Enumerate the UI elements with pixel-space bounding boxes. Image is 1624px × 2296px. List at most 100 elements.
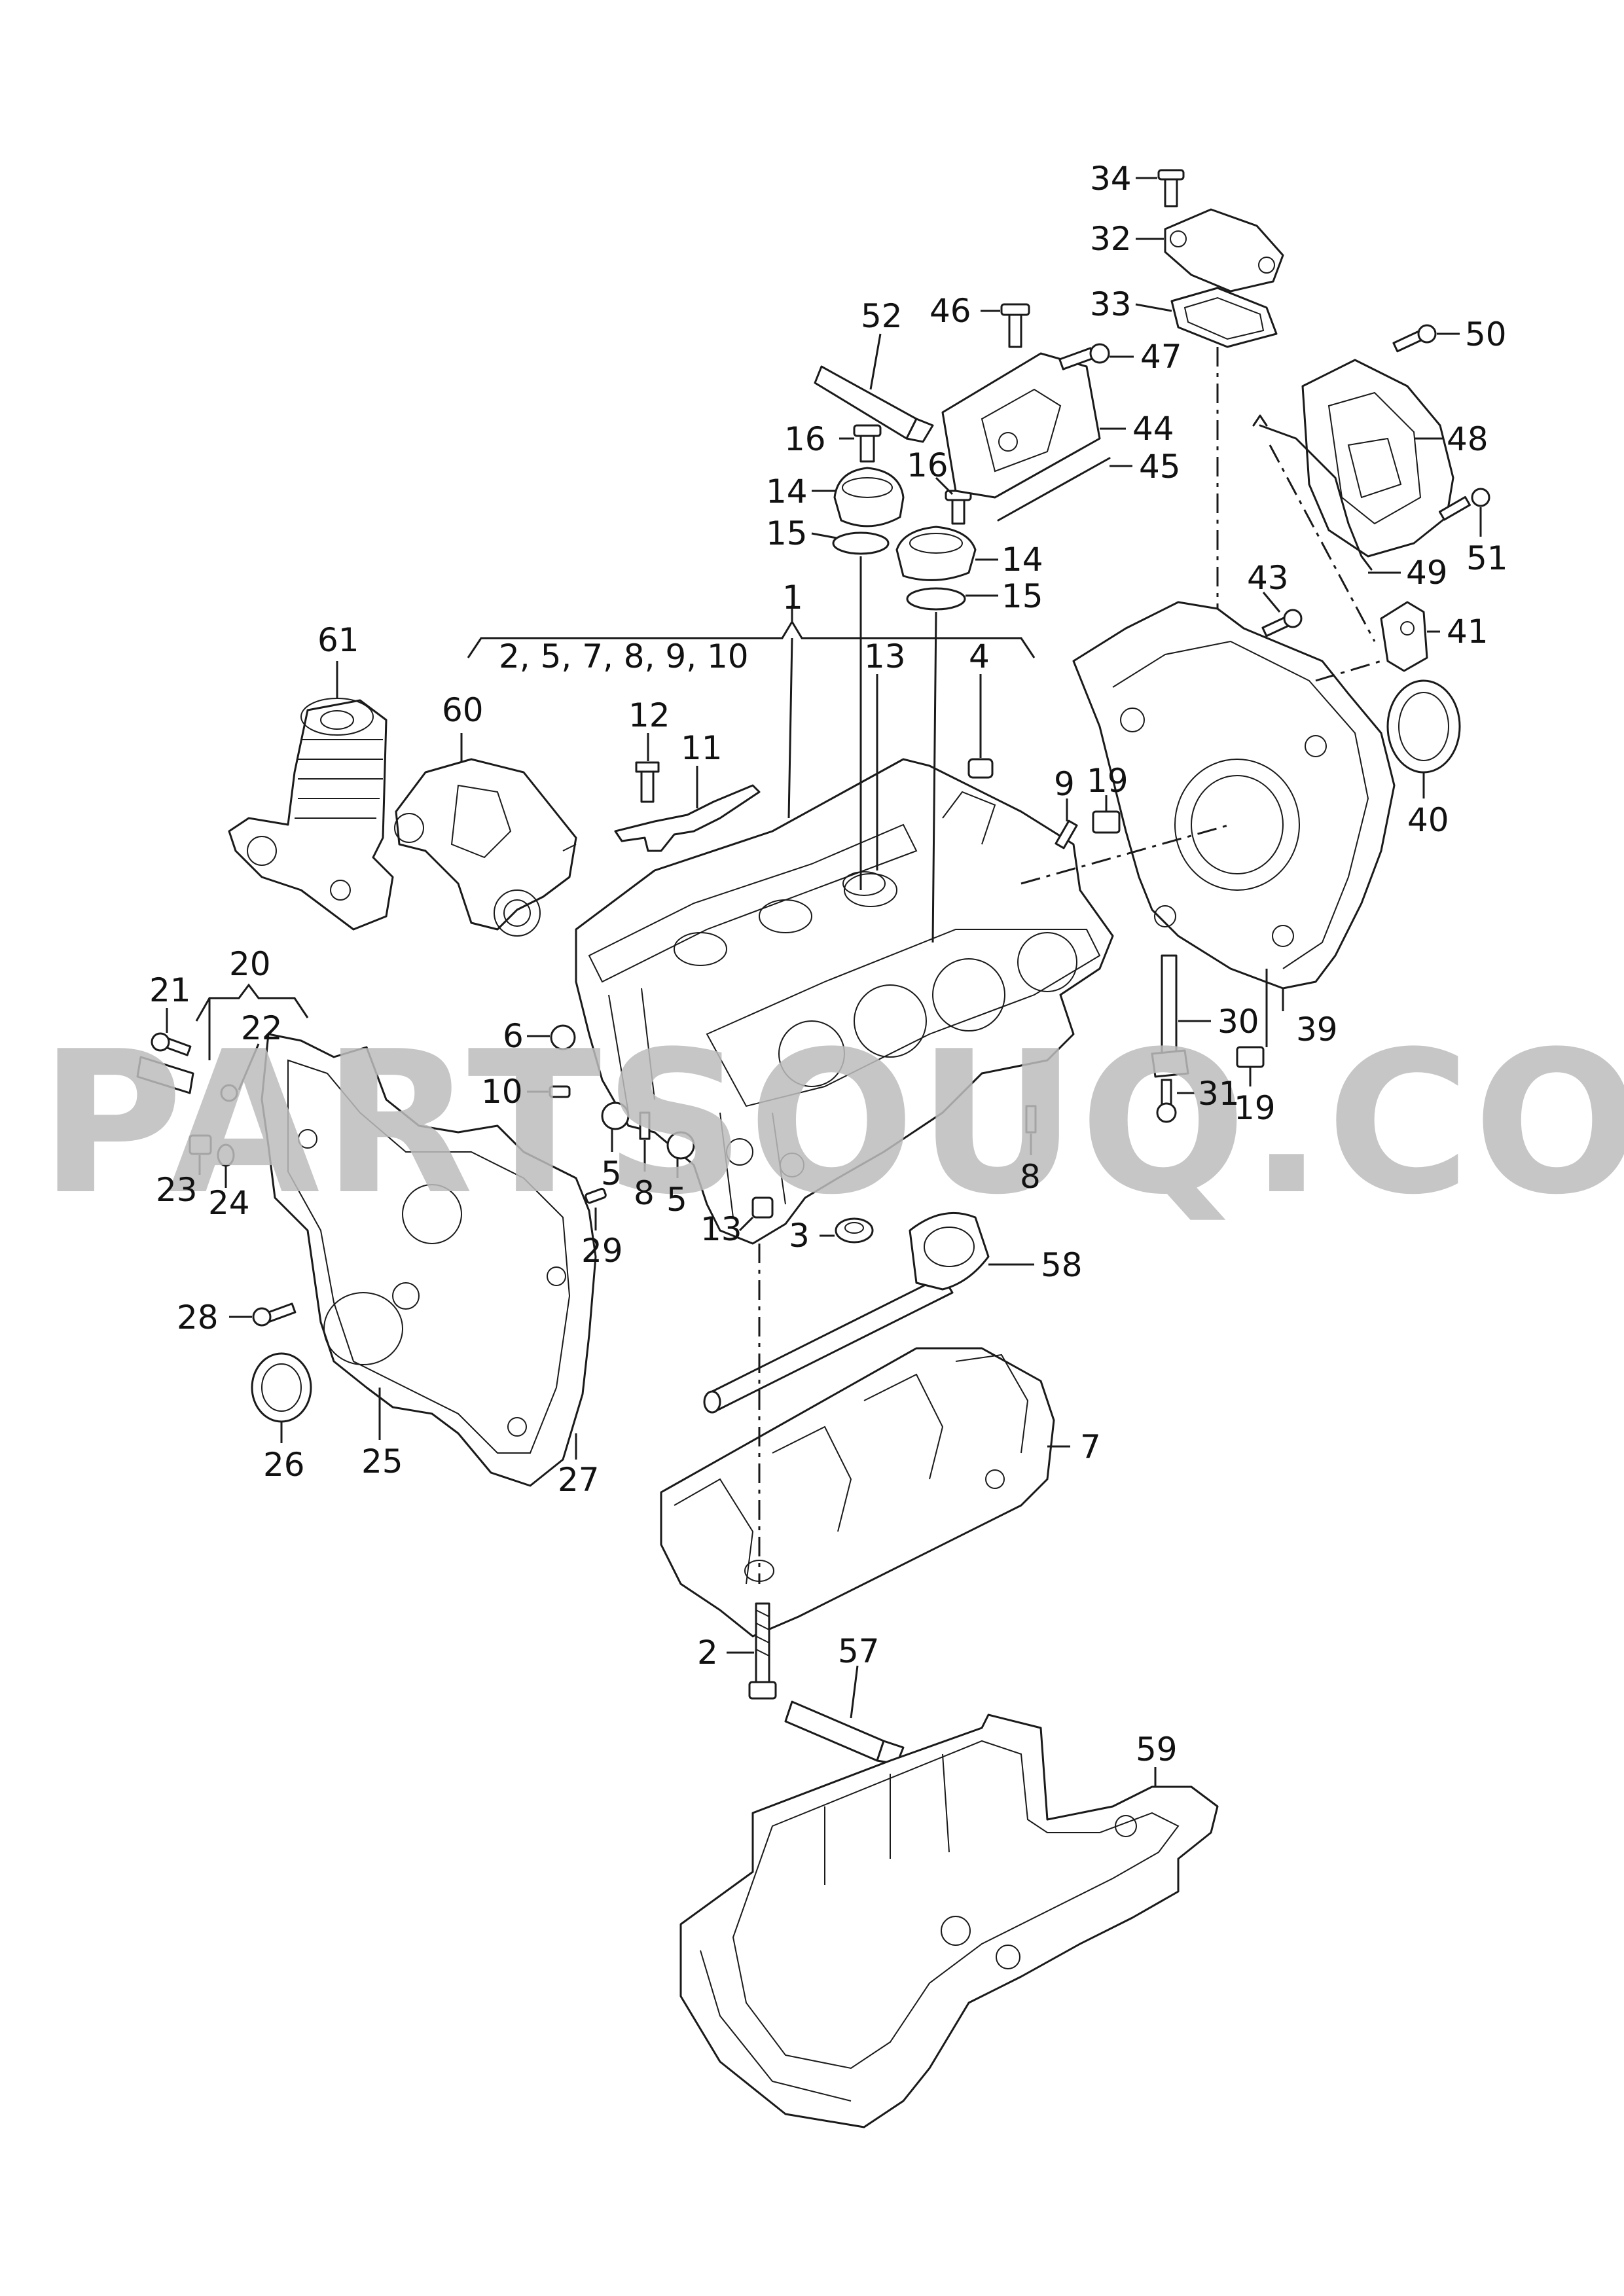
callout-4: 4 — [969, 637, 990, 675]
callout-22: 22 — [241, 1009, 283, 1047]
callout-58: 58 — [1041, 1246, 1083, 1284]
bracket-part-11 — [614, 761, 761, 852]
callout-15a: 15 — [766, 514, 808, 552]
seal-strip-45 — [997, 457, 1111, 522]
callout-31: 31 — [1198, 1075, 1240, 1113]
bolt-2 — [748, 1602, 777, 1700]
callout-41: 41 — [1447, 613, 1489, 651]
callout-50: 50 — [1465, 315, 1507, 353]
callout-30: 30 — [1218, 1003, 1259, 1041]
callout-labels: 1 2 3 4 5 5 6 7 8 8 9 10 11 12 13 13 14 … — [149, 160, 1508, 1768]
bolt-46-head — [1000, 303, 1030, 316]
sensor-22 — [136, 1056, 238, 1102]
cover-plate-44 — [941, 352, 1101, 499]
callout-45: 45 — [1139, 448, 1181, 486]
callout-40: 40 — [1407, 801, 1449, 839]
o-ring-15a — [832, 531, 890, 555]
group-bracket-1 — [467, 605, 1036, 819]
dowel-sleeve-13 — [751, 1196, 774, 1219]
seal-ring-24 — [217, 1143, 235, 1167]
gasket-33 — [1170, 287, 1278, 348]
bolt-16a-head — [853, 424, 882, 437]
callout-57: 57 — [838, 1632, 880, 1670]
callout-14b: 14 — [1001, 541, 1043, 579]
callout-15b: 15 — [1001, 577, 1043, 615]
callout-13a: 13 — [700, 1210, 742, 1248]
callout-61: 61 — [317, 621, 359, 659]
callout-12: 12 — [628, 696, 670, 734]
callout-25: 25 — [361, 1443, 403, 1480]
callout-49: 49 — [1406, 554, 1448, 592]
callout-10: 10 — [481, 1073, 523, 1111]
axis-49 — [1269, 444, 1376, 642]
bolt-47 — [1058, 343, 1110, 370]
callout-59: 59 — [1136, 1731, 1178, 1768]
sealant-tube-57 — [784, 1700, 905, 1765]
callout-7: 7 — [1080, 1428, 1101, 1466]
plug-23 — [189, 1134, 212, 1155]
oil-seal-26 — [251, 1352, 312, 1423]
bolt-46 — [1008, 310, 1022, 348]
plug-3 — [835, 1217, 874, 1244]
sealing-plug-5b — [666, 1131, 695, 1160]
callout-46: 46 — [929, 292, 971, 330]
callout-27: 27 — [558, 1461, 600, 1499]
dowel-pin-8a — [639, 1111, 651, 1140]
callout-9: 9 — [1054, 765, 1075, 803]
pin-10 — [549, 1085, 571, 1098]
bolt-34 — [1164, 175, 1178, 207]
bolt-43 — [1261, 609, 1303, 637]
callout-44: 44 — [1132, 410, 1174, 448]
balance-shaft-58 — [703, 1211, 990, 1414]
callout-6: 6 — [503, 1017, 524, 1055]
callout-24: 24 — [208, 1184, 250, 1222]
callout-43: 43 — [1247, 559, 1289, 597]
oil-seal-40 — [1386, 679, 1461, 774]
callout-14a: 14 — [766, 473, 808, 511]
callout-19b: 19 — [1234, 1089, 1276, 1127]
group-components-label: 2, 5, 7, 8, 9, 10 — [499, 637, 749, 675]
axis-41 — [1315, 660, 1382, 682]
callout-5a: 5 — [601, 1155, 622, 1193]
timing-case-cover — [261, 1033, 597, 1487]
group-20-label: 20 — [229, 945, 271, 983]
bolt-31 — [1156, 1079, 1177, 1123]
callout-29: 29 — [581, 1232, 623, 1270]
gasket-49 — [1252, 414, 1373, 571]
sensor-19a — [1092, 810, 1121, 834]
dowel-sleeve-4 — [967, 758, 994, 779]
leader-57 — [850, 1665, 859, 1719]
sealing-plug-5a — [601, 1102, 630, 1130]
pin-9 — [1055, 819, 1078, 850]
cover-41 — [1380, 601, 1428, 672]
callout-8a: 8 — [634, 1174, 655, 1212]
guide-tube-30 — [1151, 954, 1189, 1078]
pin-29 — [585, 1187, 607, 1204]
leader-15a — [811, 532, 837, 539]
callout-16b: 16 — [907, 446, 948, 484]
watermark: PARTSOUQ.COM — [39, 1009, 1624, 1238]
callout-60: 60 — [442, 691, 484, 729]
cover-14b — [895, 526, 977, 581]
group-bracket-20 — [195, 983, 309, 1060]
callout-13b: 13 — [864, 637, 906, 675]
o-ring-15b — [906, 587, 966, 611]
callout-16a: 16 — [784, 420, 826, 458]
leader-52 — [869, 333, 882, 390]
callout-23: 23 — [156, 1171, 198, 1209]
callout-32: 32 — [1090, 220, 1132, 258]
bolt-21 — [151, 1032, 192, 1056]
callout-8b: 8 — [1020, 1158, 1041, 1196]
callout-1: 1 — [782, 579, 803, 617]
callout-48: 48 — [1447, 420, 1489, 458]
leader-14b-down — [931, 611, 937, 943]
leader-22 — [238, 1043, 260, 1090]
bolt-50 — [1392, 324, 1437, 353]
bolt-34-head — [1157, 169, 1185, 181]
bolt-28 — [252, 1302, 297, 1327]
leader-43 — [1262, 592, 1281, 613]
callout-34: 34 — [1090, 160, 1132, 198]
callout-39: 39 — [1296, 1011, 1338, 1049]
callout-21: 21 — [149, 971, 191, 1009]
plug-6 — [550, 1024, 576, 1050]
